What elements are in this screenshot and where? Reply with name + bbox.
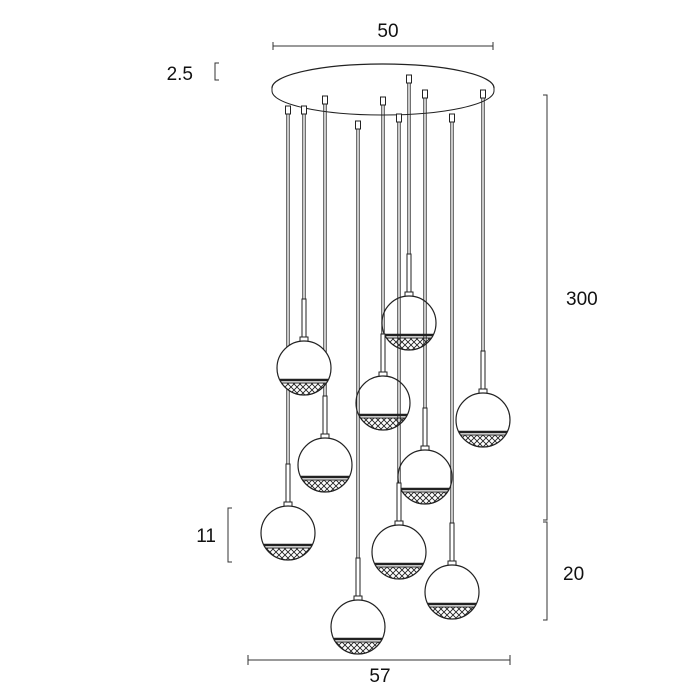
pendant-light xyxy=(355,96,411,431)
mesh-diffuser xyxy=(428,606,476,620)
cord-sleeve xyxy=(449,522,455,562)
cord-sleeve xyxy=(422,407,428,447)
cord-sleeve xyxy=(406,253,412,293)
cord-sleeve xyxy=(480,350,486,390)
pendant-light xyxy=(297,95,353,493)
mesh-diffuser xyxy=(264,547,312,561)
dimension-overall-width: 57 xyxy=(247,655,511,687)
pendant-light xyxy=(330,120,386,655)
canopy-height-label: 2.5 xyxy=(167,64,193,85)
pendant-group xyxy=(260,74,511,655)
drop-length-label: 300 xyxy=(566,289,598,310)
cord-cap xyxy=(449,113,455,123)
mesh-diffuser xyxy=(280,382,328,396)
mesh-diffuser xyxy=(401,491,449,505)
pendant-light xyxy=(424,113,480,620)
mesh-diffuser xyxy=(359,417,407,431)
dimension-top-width: 50 xyxy=(272,21,494,50)
cord-sleeve xyxy=(322,395,328,435)
mesh-diffuser xyxy=(301,479,349,493)
pendant-height-label: 11 xyxy=(196,526,216,547)
dimension-pendant-height: 11 xyxy=(196,507,232,563)
cord-cap xyxy=(396,113,402,123)
cord-sleeve xyxy=(301,298,307,338)
cord-cap xyxy=(380,96,386,106)
mesh-diffuser xyxy=(375,566,423,580)
overall-width-label: 57 xyxy=(369,666,390,687)
mesh-diffuser xyxy=(459,434,507,448)
cord-cap xyxy=(285,105,291,115)
dimension-pendant-drop: 20 xyxy=(543,521,584,621)
mesh-diffuser xyxy=(385,337,433,351)
cord-cap xyxy=(422,89,428,99)
dimension-drop-length: 300 xyxy=(543,94,598,521)
pendant-light xyxy=(276,105,332,396)
pendant-light xyxy=(260,105,316,561)
mesh-diffuser xyxy=(334,641,382,655)
top-width-label: 50 xyxy=(377,21,398,42)
cord-sleeve xyxy=(380,333,386,373)
pendant-drop-label: 20 xyxy=(563,564,584,585)
pendant-light xyxy=(455,89,511,448)
cord-cap xyxy=(355,120,361,130)
cord-cap xyxy=(322,95,328,105)
cord-sleeve xyxy=(396,482,402,522)
cord-sleeve xyxy=(355,557,361,597)
cord-cap xyxy=(301,105,307,115)
dimension-canopy-height: 2.5 xyxy=(167,62,219,85)
pendant-light xyxy=(371,113,427,580)
cord-sleeve xyxy=(285,463,291,503)
cord-cap xyxy=(480,89,486,99)
pendant-light xyxy=(381,74,437,351)
pendant-light xyxy=(397,89,453,505)
cord-cap xyxy=(406,74,412,84)
